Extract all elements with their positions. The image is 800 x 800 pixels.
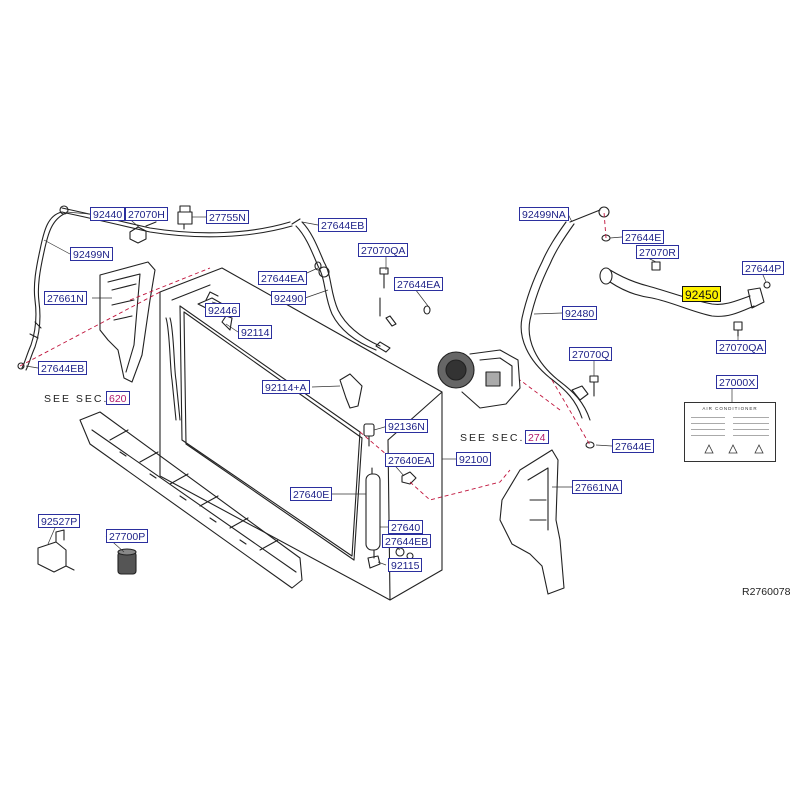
part-label-27644eb-low[interactable]: 27644EB: [382, 534, 432, 548]
section-ref-prefix-2: SEE SEC.: [460, 432, 525, 444]
part-label-92446[interactable]: 92446: [205, 303, 241, 317]
part-label-92136n[interactable]: 92136N: [385, 419, 428, 433]
hose-92480-drawing: [520, 206, 610, 421]
bracket-92114-drawing: [221, 315, 233, 331]
bolt-27070qa-mid-drawing: [379, 267, 389, 289]
o-ring-27644e-low-drawing: [585, 441, 595, 449]
part-label-27070qa-mid[interactable]: 27070QA: [358, 243, 409, 257]
part-label-92114a[interactable]: 92114+A: [262, 380, 310, 394]
part-label-92480[interactable]: 92480: [562, 306, 598, 320]
bracket-27640ea-drawing: [401, 471, 417, 485]
sensor-92527p-drawing: [37, 529, 75, 573]
leader-line-a: [19, 291, 161, 367]
receiver-drier-27640e-drawing: [365, 467, 381, 559]
part-label-27000x[interactable]: 27000X: [716, 375, 759, 389]
part-label-27661na[interactable]: 27661NA: [572, 480, 622, 494]
part-label-27700p[interactable]: 27700P: [106, 529, 149, 543]
part-label-92527p[interactable]: 92527P: [38, 514, 81, 528]
part-label-27644eb-left[interactable]: 27644EB: [38, 361, 88, 375]
leader-line-e: [551, 379, 591, 446]
part-label-92499n[interactable]: 92499N: [70, 247, 113, 261]
ac-label-title: AIR CONDITIONER: [702, 406, 758, 411]
section-ref-620-link[interactable]: 620: [106, 391, 130, 405]
part-label-92440[interactable]: 92440: [90, 207, 126, 221]
bolt-27070q-drawing: [589, 375, 599, 397]
part-label-27661n[interactable]: 27661N: [44, 291, 87, 305]
part-label-92499na[interactable]: 92499NA: [519, 207, 569, 221]
section-ref-prefix-1: SEE SEC.: [44, 393, 109, 405]
leader-line-g: [603, 211, 607, 239]
pipe-92450-drawing: [599, 267, 765, 317]
part-label-92100[interactable]: 92100: [456, 452, 492, 466]
part-label-27070h[interactable]: 27070H: [125, 207, 168, 221]
part-label-27644ea-right[interactable]: 27644EA: [394, 277, 444, 291]
part-label-27070q[interactable]: 27070Q: [569, 347, 613, 361]
condenser-core-drawing: [165, 305, 363, 561]
bracket-92115-drawing: [367, 555, 381, 569]
part-label-27755n[interactable]: 27755N: [206, 210, 249, 224]
o-ring-27644eb-low-drawing: [395, 547, 405, 557]
air-guide-27661n-drawing: [99, 261, 156, 383]
drawing-code: R2760078: [742, 586, 791, 598]
bolt-27070r-drawing: [651, 261, 661, 271]
leader-line-b: [129, 267, 211, 301]
part-label-27070r[interactable]: 27070R: [636, 245, 679, 259]
part-label-27644e-top[interactable]: 27644E: [622, 230, 665, 244]
bracket-92114a-drawing: [339, 373, 363, 409]
part-label-92114[interactable]: 92114: [238, 325, 273, 339]
bolt-27070qa-right-drawing: [733, 321, 743, 337]
warning-triangles-icon: [704, 444, 764, 454]
compressor-drawing: [437, 349, 521, 409]
part-label-92115[interactable]: 92115: [388, 558, 423, 572]
switch-27700p-drawing: [117, 548, 137, 575]
air-guide-27661na-drawing: [499, 449, 565, 595]
part-label-27640[interactable]: 27640: [388, 520, 424, 534]
part-label-27070qa-right[interactable]: 27070QA: [716, 340, 767, 354]
leader-line-f: [519, 379, 561, 411]
bracket-27755n-drawing: [177, 205, 193, 230]
clip-27070h-drawing: [129, 221, 157, 244]
part-label-27640e[interactable]: 27640E: [290, 487, 333, 501]
bumper-reinforcement-drawing: [79, 411, 303, 589]
part-label-27644eb-top[interactable]: 27644EB: [318, 218, 368, 232]
o-ring-27644ea-right-drawing: [423, 305, 431, 315]
section-ref-274-link[interactable]: 274: [525, 430, 549, 444]
part-label-27640ea[interactable]: 27640EA: [385, 453, 435, 467]
part-label-92450-highlighted[interactable]: 92450: [682, 286, 722, 302]
part-label-27644p[interactable]: 27644P: [742, 261, 785, 275]
hose-92490-drawing: [295, 221, 397, 353]
part-label-92490[interactable]: 92490: [271, 291, 307, 305]
o-ring-27644p-drawing: [763, 281, 771, 289]
o-ring-27644eb-left-drawing: [17, 362, 25, 370]
ac-specification-label: AIR CONDITIONER: [684, 402, 776, 462]
part-label-27644ea-left[interactable]: 27644EA: [258, 271, 308, 285]
part-label-27644e-low[interactable]: 27644E: [612, 439, 655, 453]
leader-line-d: [409, 469, 511, 501]
